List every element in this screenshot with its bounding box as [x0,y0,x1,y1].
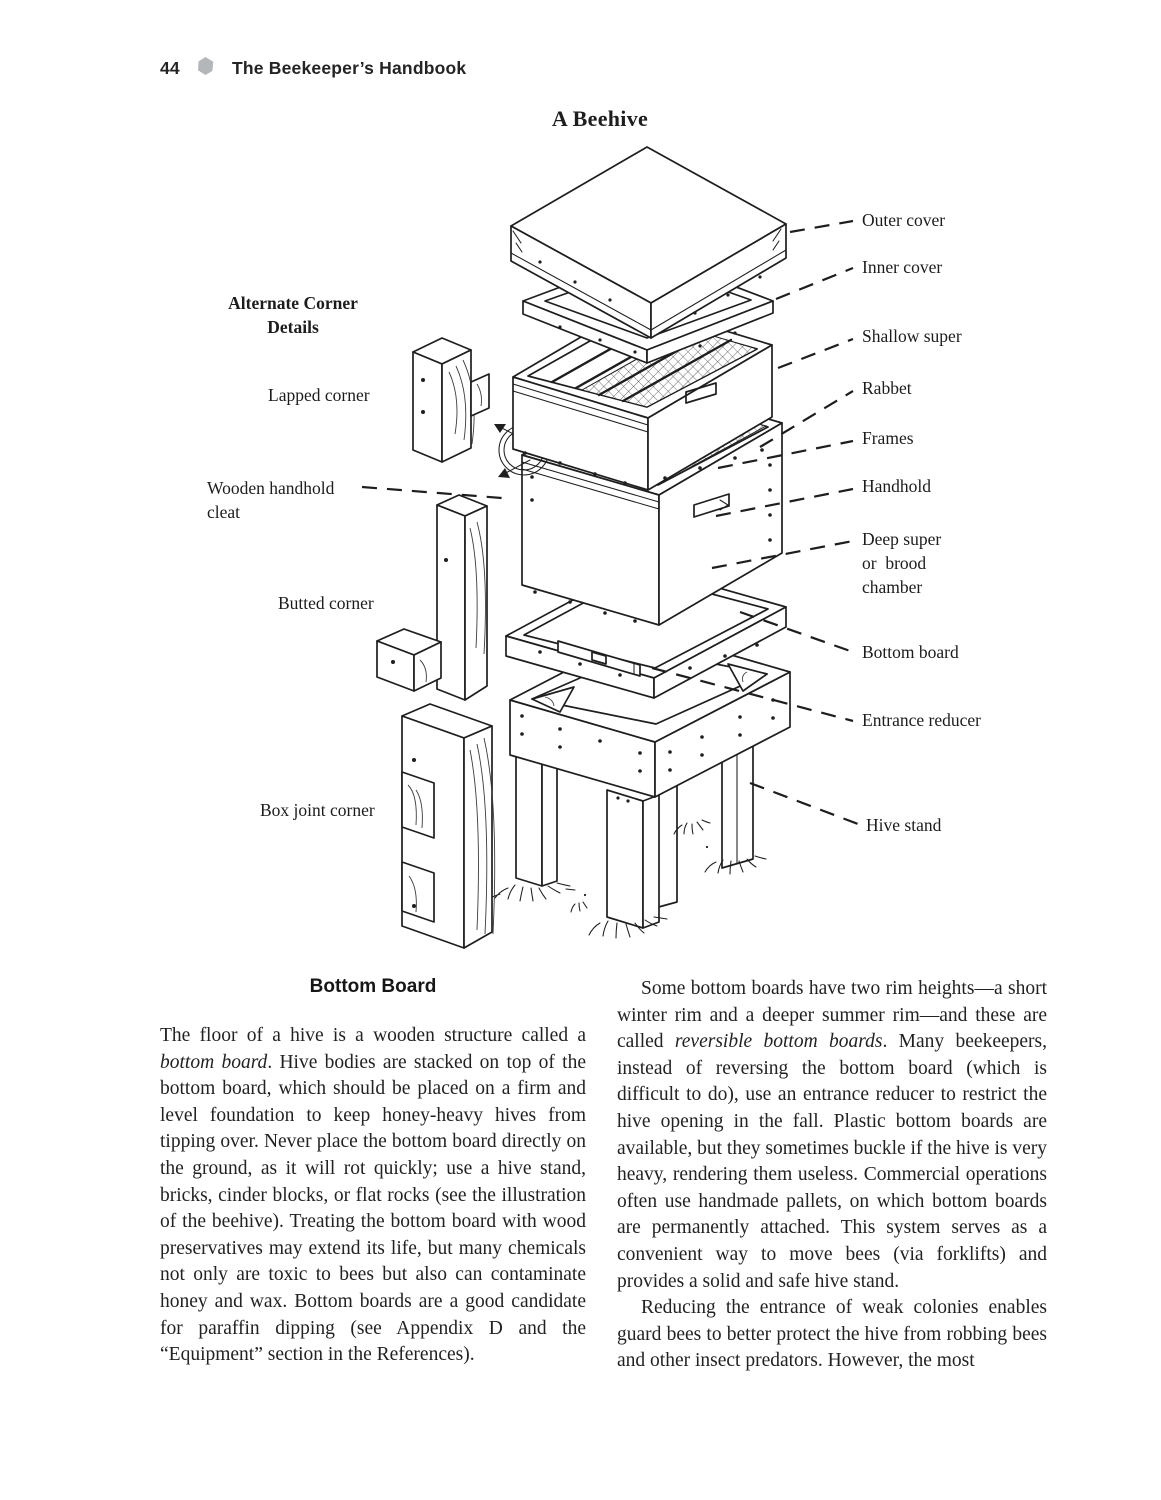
right-column-paragraph-1: Some bottom boards have two rim heights—… [617,978,1048,1292]
leader-lines [361,219,859,826]
left-column-paragraph: The floor of a hive is a wooden structur… [160,1025,586,1366]
label-box-joint-corner: Box joint corner [260,800,375,820]
label-bottom-board: Bottom board [862,642,959,662]
label-shallow-super: Shallow super [862,326,962,346]
label-alternate-corner-details: Alternate Corner Details [228,293,358,337]
right-column: Some bottom boards have two rim heights—… [617,976,1047,1375]
grass-tufts [491,819,767,939]
outer-cover-drawing [510,146,787,339]
label-outer-cover: Outer cover [862,210,946,230]
label-handhold: Handhold [862,476,932,496]
label-frames: Frames [862,428,914,448]
entrance-reducer-drawing [557,640,641,677]
label-deep-super: Deep super or brood chamber [862,529,942,597]
hexagon-bullet-icon [198,57,214,75]
label-butted-corner: Butted corner [278,593,374,613]
beehive-diagram [361,146,859,949]
page-number: 44 [160,58,180,78]
label-entrance-reducer: Entrance reducer [862,710,982,730]
box-joint-corner-drawing [401,703,496,949]
section-heading: Bottom Board [309,976,437,997]
label-hive-stand: Hive stand [866,815,942,835]
butted-corner-drawing [376,494,488,701]
label-lapped-corner: Lapped corner [268,385,370,405]
lapped-corner-drawing [412,337,490,463]
left-column: Bottom Board The floor of a hive is a wo… [160,976,586,1369]
label-inner-cover: Inner cover [862,257,943,277]
right-column-paragraph-2: Reducing the entrance of weak colonies e… [617,1297,1047,1372]
wooden-handhold-cleat-drawing [376,628,442,692]
label-rabbet: Rabbet [862,378,912,398]
label-wooden-handhold-cleat: Wooden handhold cleat [207,478,335,522]
figure-title: A Beehive [551,106,649,131]
book-title: The Beekeeper’s Handbook [232,58,467,78]
